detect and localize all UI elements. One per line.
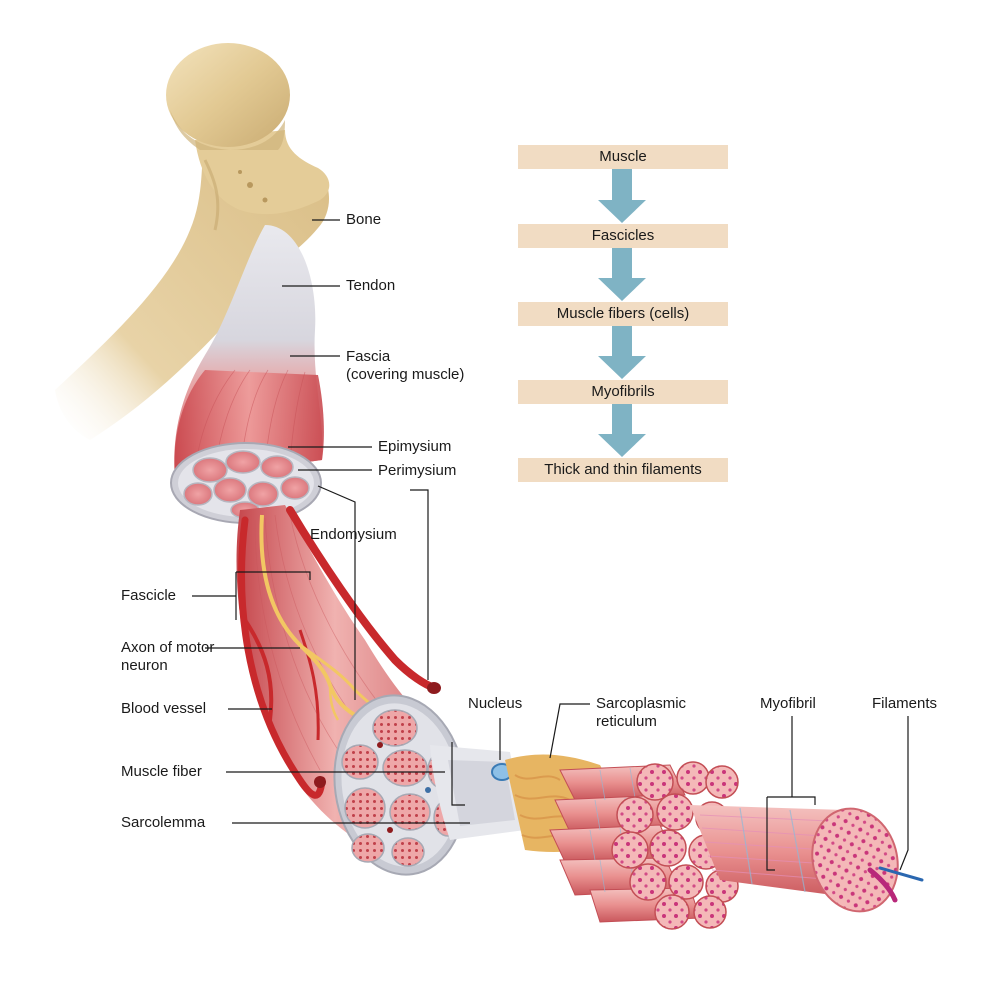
hierarchy-box-muscle-fibers: Muscle fibers (cells)	[518, 302, 728, 326]
leader-lines	[192, 219, 909, 871]
thick-filament	[867, 867, 898, 903]
hierarchy-box-muscle: Muscle	[518, 145, 728, 169]
label-perimysium: Perimysium	[378, 462, 457, 479]
single-myofibril	[690, 805, 924, 913]
label-sarcoplasmic-reticulum: Sarcoplasmic reticulum	[596, 695, 686, 731]
label-nucleus: Nucleus	[468, 695, 523, 712]
muscle-cross-section	[170, 442, 322, 524]
label-filaments: Filaments	[872, 695, 938, 712]
label-fascicle: Fascicle	[121, 587, 177, 604]
thin-filament	[878, 866, 924, 882]
label-tendon: Tendon	[346, 277, 396, 294]
label-muscle-fiber: Muscle fiber	[121, 763, 202, 780]
label-endomysium: Endomysium	[310, 526, 397, 543]
label-sarcolemma: Sarcolemma	[121, 814, 206, 831]
fascicle-cross-section	[333, 694, 467, 876]
hierarchy-box-fascicles: Fascicles	[518, 224, 728, 248]
label-epimysium: Epimysium	[378, 438, 452, 455]
label-fascia-line-2: (covering muscle)	[346, 366, 465, 383]
label-myofibril: Myofibril	[760, 695, 816, 712]
label-sr-line-2: reticulum	[596, 713, 657, 730]
bone-illustration	[55, 43, 330, 440]
hierarchy-box-myofibrils: Myofibrils	[518, 380, 728, 404]
label-fascia: Fascia (covering muscle)	[346, 348, 464, 384]
label-bone: Bone	[346, 211, 382, 228]
blood-vessel-upper	[286, 506, 439, 692]
label-axon-line-1: Axon of motor	[121, 639, 215, 656]
label-axon-of-motor-neuron: Axon of motor neuron	[121, 639, 214, 675]
hierarchy-arrows	[598, 168, 646, 457]
blood-vessel	[238, 516, 326, 799]
hierarchy-box-filaments: Thick and thin filaments	[518, 458, 728, 482]
label-axon-line-2: neuron	[121, 657, 168, 674]
label-sr-line-1: Sarcoplasmic	[596, 695, 687, 712]
muscle-fiber-illustration	[430, 745, 525, 840]
axon-of-motor-neuron	[259, 514, 361, 720]
label-blood-vessel: Blood vessel	[121, 700, 207, 717]
label-fascia-line-1: Fascia	[346, 348, 391, 365]
